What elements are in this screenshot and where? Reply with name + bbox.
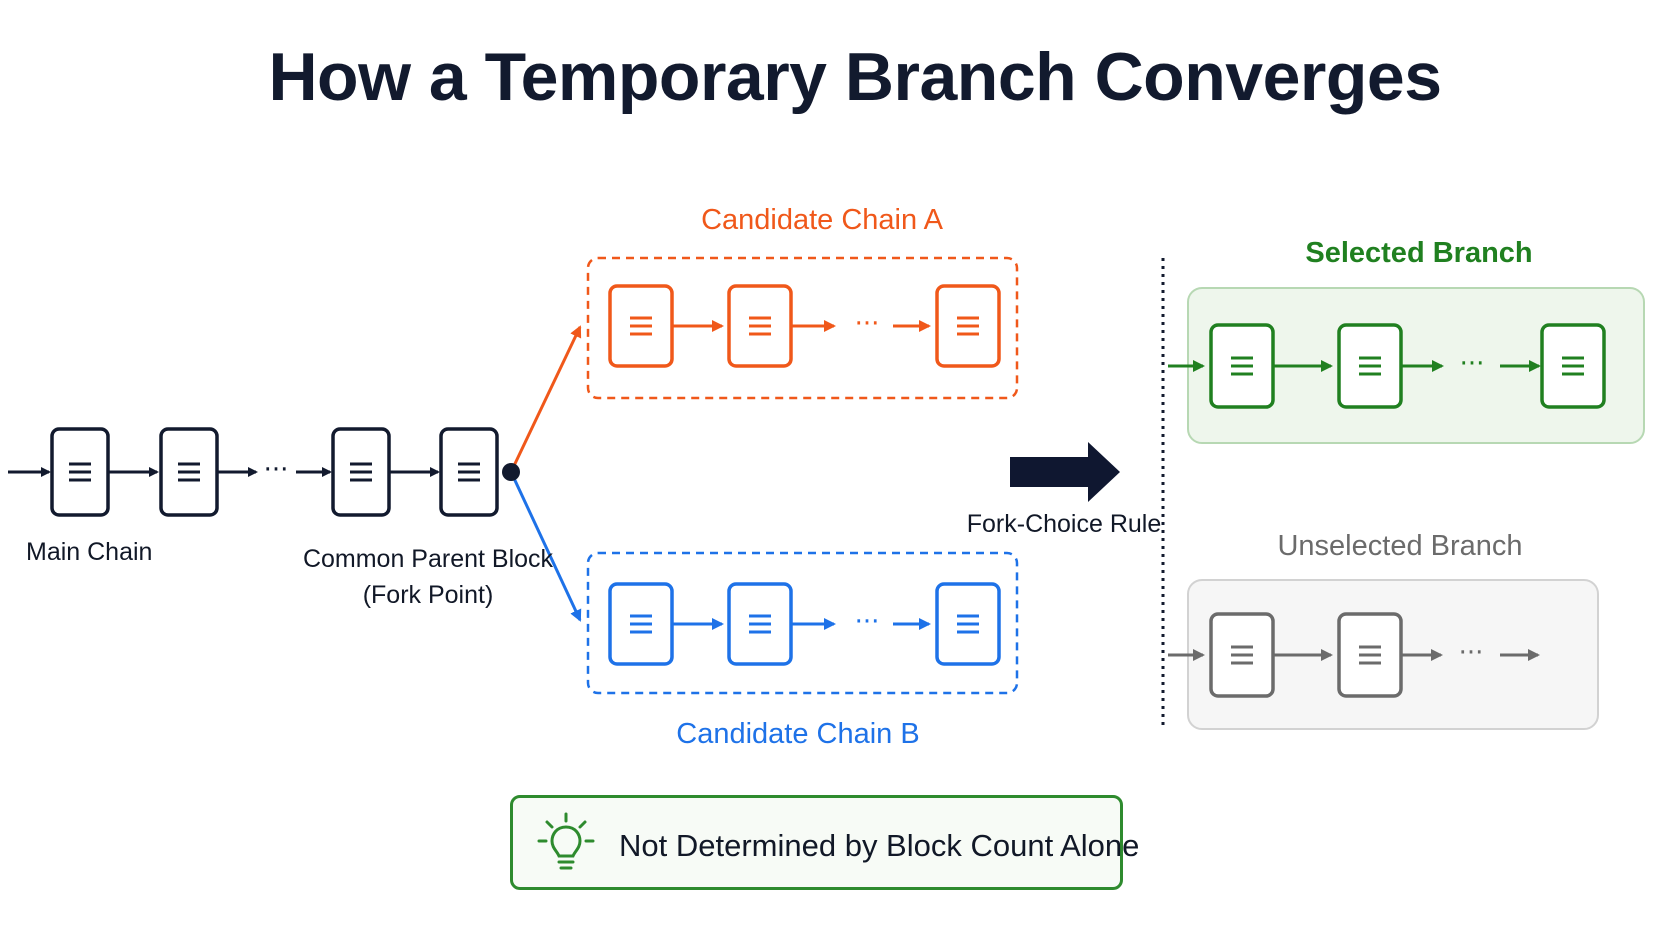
lightbulb-icon: [537, 812, 595, 870]
selected-block-icon: [1540, 323, 1606, 409]
unselected-branch-label: Unselected Branch: [1277, 530, 1523, 562]
selected-ellipsis: ···: [1460, 349, 1485, 379]
fork-point-dot: [502, 463, 520, 481]
main-chain-block-icon: [159, 427, 219, 517]
main-chain-label: Main Chain: [26, 538, 153, 566]
common-parent-label: Common Parent Block: [302, 545, 554, 573]
selected-block-icon: [1337, 323, 1403, 409]
fork-choice-arrow-icon: [1010, 442, 1120, 502]
candidate-b-block-icon: [935, 582, 1001, 666]
candidate-a-ellipsis: ···: [855, 309, 880, 339]
candidate-b-block-icon: [727, 582, 793, 666]
main-chain-block-icon: [331, 427, 391, 517]
note-text: Not Determined by Block Count Alone: [619, 828, 1140, 863]
main-chain-block-icon: [50, 427, 110, 517]
candidate-a-block-icon: [727, 284, 793, 368]
candidate-chain-b-label: Candidate Chain B: [676, 718, 920, 750]
common-parent-block-icon: [439, 427, 499, 517]
fork-line-b: [510, 473, 582, 622]
fork-line-a: [510, 325, 582, 471]
diagram-title: How a Temporary Branch Converges: [268, 39, 1442, 115]
candidate-chain-a-label: Candidate Chain A: [701, 204, 943, 236]
unselected-block-icon: [1209, 612, 1275, 698]
main-chain-ellipsis: ···: [264, 455, 289, 485]
selected-block-icon: [1209, 323, 1275, 409]
selected-branch-label: Selected Branch: [1305, 237, 1533, 269]
candidate-a-block-icon: [608, 284, 674, 368]
fork-choice-rule-label: Fork-Choice Rule: [966, 510, 1162, 538]
unselected-ellipsis: ···: [1459, 638, 1484, 668]
note-box: Not Determined by Block Count Alone: [510, 795, 1139, 890]
candidate-b-ellipsis: ···: [855, 607, 880, 637]
candidate-b-block-icon: [608, 582, 674, 666]
fork-point-label: (Fork Point): [362, 581, 494, 609]
candidate-a-block-icon: [935, 284, 1001, 368]
unselected-block-icon: [1337, 612, 1403, 698]
